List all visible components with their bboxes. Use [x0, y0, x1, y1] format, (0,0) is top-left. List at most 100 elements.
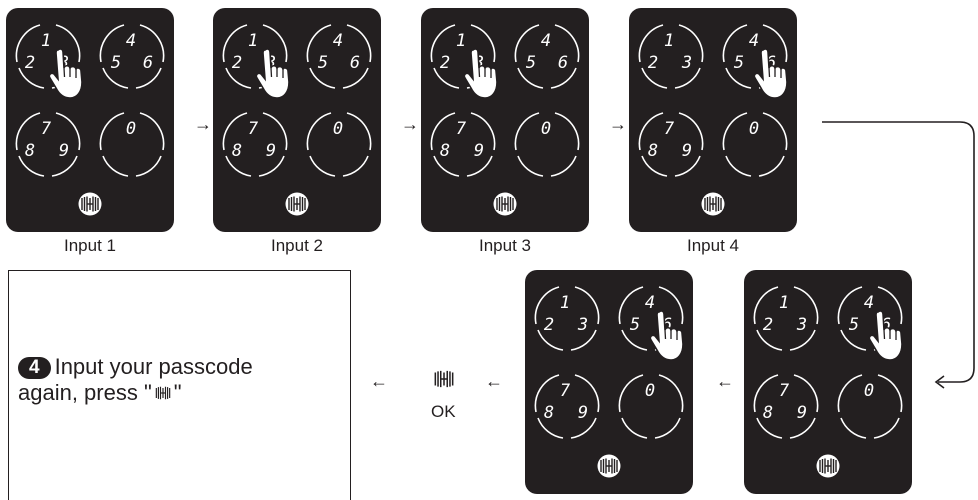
- instruction-line1: Input your passcode: [54, 354, 253, 379]
- key-7: 7: [41, 119, 52, 139]
- key-group-789: [222, 112, 288, 177]
- key-group-0: [722, 112, 788, 177]
- key-6: 6: [662, 315, 672, 335]
- key-1: 1: [779, 293, 789, 313]
- key-group-123: [753, 286, 819, 351]
- key-1: 1: [41, 31, 51, 51]
- key-4: 4: [126, 31, 136, 51]
- key-7: 7: [248, 119, 259, 139]
- key-8: 8: [440, 141, 450, 161]
- fingerprint-icon: [701, 192, 725, 216]
- key-6: 6: [766, 53, 776, 73]
- key-8: 8: [25, 141, 35, 161]
- key-4: 4: [749, 31, 759, 51]
- connector-line: [822, 121, 975, 389]
- key-9: 9: [59, 141, 69, 161]
- fingerprint-icon: [597, 454, 621, 478]
- key-6: 6: [350, 53, 360, 73]
- key-1: 1: [560, 293, 570, 313]
- key-0: 0: [749, 119, 759, 139]
- arrow-left-3: ←: [370, 371, 388, 391]
- key-group-789: [753, 374, 819, 439]
- fingerprint-icon: [816, 454, 840, 478]
- step-caption: Input 3: [479, 236, 531, 255]
- key-3: 3: [681, 53, 692, 73]
- key-4: 4: [864, 293, 874, 313]
- key-0: 0: [541, 119, 551, 139]
- key-1: 1: [664, 31, 674, 51]
- key-5: 5: [849, 315, 859, 335]
- key-group-456: [837, 286, 903, 351]
- key-7: 7: [664, 119, 675, 139]
- key-7: 7: [779, 381, 790, 401]
- key-group-0: [618, 374, 684, 439]
- key-group-123: [222, 24, 288, 89]
- arrow-right-2: →: [401, 114, 419, 134]
- key-group-0: [514, 112, 580, 177]
- key-group-123: [430, 24, 496, 89]
- instruction-line2-prefix: again, press ": [18, 380, 152, 405]
- step-caption: Input 2: [271, 236, 323, 255]
- ok-label: OK: [431, 402, 456, 421]
- key-2: 2: [763, 315, 773, 335]
- key-4: 4: [333, 31, 343, 51]
- fingerprint-icon: [493, 192, 517, 216]
- key-group-456: [722, 24, 788, 89]
- key-0: 0: [864, 381, 874, 401]
- key-group-456: [306, 24, 372, 89]
- key-5: 5: [111, 53, 121, 73]
- key-4: 4: [541, 31, 551, 51]
- key-7: 7: [560, 381, 571, 401]
- key-2: 2: [232, 53, 242, 73]
- key-0: 0: [645, 381, 655, 401]
- arrow-right-1: →: [194, 114, 212, 134]
- key-group-456: [99, 24, 165, 89]
- fingerprint-icon: [152, 383, 173, 403]
- keypad-face: 12 3 45 6 78 9 0: [753, 286, 903, 478]
- arrow-right-3: →: [609, 114, 627, 134]
- key-group-0: [99, 112, 165, 177]
- key-5: 5: [630, 315, 640, 335]
- key-5: 5: [734, 53, 744, 73]
- key-group-123: [534, 286, 600, 351]
- key-group-789: [430, 112, 496, 177]
- instruction-line2-suffix: ": [173, 380, 182, 405]
- key-8: 8: [648, 141, 658, 161]
- step-badge: 4: [18, 357, 51, 379]
- step-caption: Input 1: [64, 236, 116, 255]
- arrow-left-2: ←: [485, 371, 503, 391]
- keypad-face: 12 3 45 6 78 9 0: [638, 24, 788, 216]
- key-5: 5: [526, 53, 536, 73]
- key-6: 6: [881, 315, 891, 335]
- key-8: 8: [763, 403, 773, 423]
- key-3: 3: [796, 315, 807, 335]
- key-group-123: [15, 24, 81, 89]
- key-2: 2: [440, 53, 450, 73]
- arrow-left-1: ←: [716, 371, 734, 391]
- key-6: 6: [143, 53, 153, 73]
- key-9: 9: [797, 403, 807, 423]
- key-9: 9: [682, 141, 692, 161]
- key-group-789: [638, 112, 704, 177]
- key-2: 2: [648, 53, 658, 73]
- key-2: 2: [544, 315, 554, 335]
- fingerprint-icon: [285, 192, 309, 216]
- key-group-123: [638, 24, 704, 89]
- key-1: 1: [248, 31, 258, 51]
- key-0: 0: [333, 119, 343, 139]
- key-group-0: [837, 374, 903, 439]
- key-4: 4: [645, 293, 655, 313]
- step-caption: Input 4: [687, 236, 739, 255]
- key-1: 1: [456, 31, 466, 51]
- key-6: 6: [558, 53, 568, 73]
